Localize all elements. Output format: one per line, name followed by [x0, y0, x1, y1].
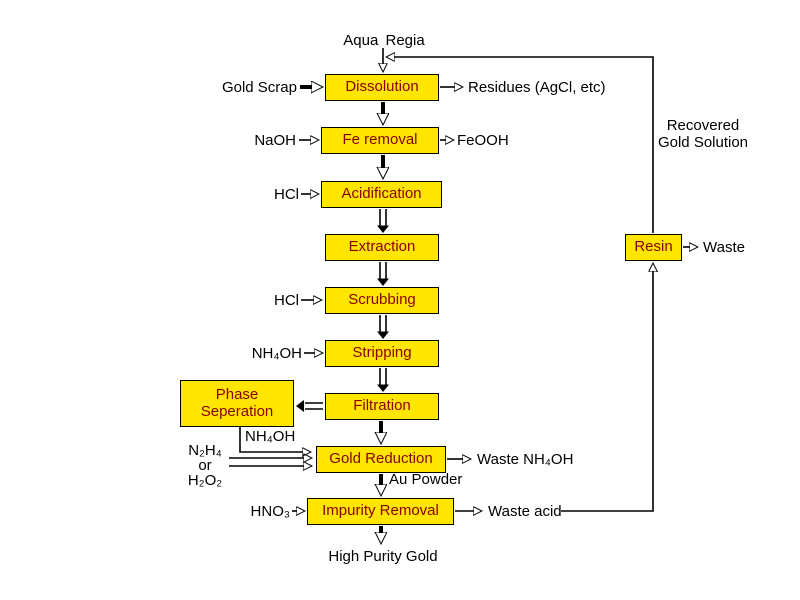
arrow-filtration-to-phase-separation — [296, 400, 323, 412]
node-stripping: Stripping — [325, 340, 439, 367]
node-phase-separation: Phase Seperation — [180, 380, 294, 427]
phase-separation-line2: Seperation — [200, 402, 274, 420]
label-hcl-scrubbing: HCl — [274, 292, 299, 309]
label-high-purity-gold: High Purity Gold — [328, 548, 438, 565]
label-n2h4: N₂H₄ — [188, 442, 222, 459]
label-hno3: HNO₃ — [250, 503, 290, 520]
label-au-powder: Au Powder — [389, 471, 463, 488]
arrow-waste-acid-to-resin — [561, 271, 653, 512]
label-feooh: FeOOH — [457, 132, 509, 149]
recovered-line2: Gold Solution — [657, 134, 749, 151]
recovered-line1: Recovered — [666, 117, 740, 134]
node-fe-removal: Fe removal — [321, 127, 439, 154]
label-residues: Residues (AgCl, etc) — [468, 79, 606, 96]
node-scrubbing: Scrubbing — [325, 287, 439, 314]
label-waste: Waste — [703, 239, 745, 256]
arrow-scrubbing-to-stripping — [377, 315, 389, 339]
node-impurity-removal: Impurity Removal — [307, 498, 454, 525]
label-recovered-gold-solution: Recovered Gold Solution — [654, 117, 752, 151]
arrow-recovered-solution-return — [394, 57, 654, 233]
label-nh4oh-reduction: NH₄OH — [245, 428, 296, 445]
arrow-nh4oh-to-gold-reduction — [239, 427, 303, 452]
label-h2o2: H₂O₂ — [187, 472, 223, 489]
arrow-acidification-to-extraction — [377, 209, 389, 233]
label-hcl-acidification: HCl — [274, 186, 299, 203]
label-aqua-regia: Aqua Regia — [343, 32, 425, 49]
label-naoh: NaOH — [254, 132, 296, 149]
node-resin: Resin — [625, 234, 682, 261]
node-gold-reduction: Gold Reduction — [316, 446, 446, 473]
label-gold-scrap: Gold Scrap — [221, 79, 297, 96]
phase-separation-line1: Phase — [215, 385, 259, 403]
arrow-extraction-to-scrubbing — [377, 262, 389, 286]
node-acidification: Acidification — [321, 181, 442, 208]
label-nh4oh-stripping: NH₄OH — [251, 345, 302, 362]
node-extraction: Extraction — [325, 234, 439, 261]
label-reductant-stack: N₂H₄ or H₂O₂ — [184, 443, 226, 488]
arrow-stripping-to-filtration — [377, 368, 389, 392]
label-waste-acid: Waste acid — [488, 503, 562, 520]
node-filtration: Filtration — [325, 393, 439, 420]
label-waste-nh4oh: Waste NH₄OH — [477, 451, 574, 468]
node-dissolution: Dissolution — [325, 74, 439, 101]
label-or: or — [198, 457, 212, 474]
